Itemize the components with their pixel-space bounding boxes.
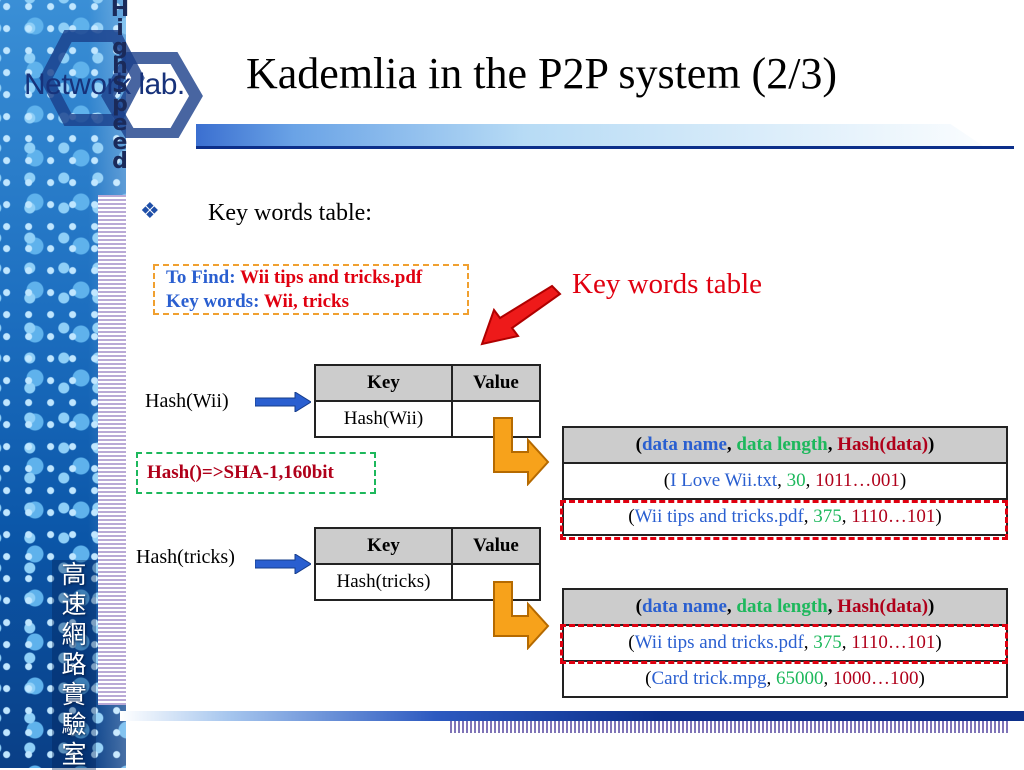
find-label: To Find: bbox=[166, 267, 236, 288]
data-header-cell: (data name, data length, Hash(data)) bbox=[562, 426, 1008, 464]
table-row: (Card trick.mpg, 65000, 1000…100) bbox=[562, 660, 1008, 698]
tricks-data-table: (data name, data length, Hash(data)) (Wi… bbox=[562, 588, 1008, 698]
find-line: To Find: Wii tips and tricks.pdf bbox=[166, 266, 467, 290]
value-header: Value bbox=[451, 527, 541, 565]
diamond-bullet-icon: ❖ bbox=[140, 198, 160, 223]
key-header: Key bbox=[314, 364, 453, 402]
keywords-line: Key words: Wii, tricks bbox=[166, 290, 467, 314]
data-cell: (Wii tips and tricks.pdf, 375, 1110…101) bbox=[562, 624, 1008, 662]
find-box: To Find: Wii tips and tricks.pdf Key wor… bbox=[153, 264, 469, 315]
hash-wii-label: Hash(Wii) bbox=[145, 390, 229, 412]
table-row: (data name, data length, Hash(data)) bbox=[562, 426, 1008, 464]
hash-tricks-label: Hash(tricks) bbox=[136, 546, 235, 568]
page-title: Kademlia in the P2P system (2/3) bbox=[246, 49, 838, 98]
data-header-cell: (data name, data length, Hash(data)) bbox=[562, 588, 1008, 626]
hexagon-logo-icon bbox=[39, 30, 203, 138]
orange-arrow-icon bbox=[493, 581, 550, 650]
header-divider bbox=[196, 146, 1014, 149]
find-value: Wii tips and tricks.pdf bbox=[239, 267, 423, 288]
value-header: Value bbox=[451, 364, 541, 402]
tricks-key-value-table: Key Value Hash(tricks) bbox=[314, 527, 541, 601]
orange-arrow-icon bbox=[493, 417, 550, 486]
sidebar-stripes bbox=[98, 195, 126, 705]
key-header: Key bbox=[314, 527, 453, 565]
blue-arrow-icon bbox=[255, 392, 311, 412]
lab-name-chinese: 高速網路實驗室 bbox=[52, 560, 96, 770]
table-row: (I Love Wii.txt, 30, 1011…001) bbox=[562, 462, 1008, 500]
key-cell: Hash(Wii) bbox=[314, 400, 453, 438]
header-gradient-bar bbox=[196, 124, 984, 146]
logo-text: Network lab. bbox=[24, 68, 185, 101]
wii-key-value-table: Key Value Hash(Wii) bbox=[314, 364, 541, 438]
callout-label: Key words table bbox=[572, 268, 763, 300]
data-cell: (Card trick.mpg, 65000, 1000…100) bbox=[562, 660, 1008, 698]
footer-stripes bbox=[450, 721, 1010, 733]
footer-gradient-bar bbox=[120, 711, 1024, 721]
data-cell: (Wii tips and tricks.pdf, 375, 1110…101) bbox=[562, 498, 1008, 536]
data-cell: (I Love Wii.txt, 30, 1011…001) bbox=[562, 462, 1008, 500]
red-arrow-icon bbox=[480, 284, 562, 346]
blue-arrow-icon bbox=[255, 554, 311, 574]
table-row: (Wii tips and tricks.pdf, 375, 1110…101) bbox=[562, 498, 1008, 536]
wii-data-table: (data name, data length, Hash(data)) (I … bbox=[562, 426, 1008, 536]
keywords-value: Wii, tricks bbox=[263, 291, 349, 312]
sha-note: Hash()=>SHA-1,160bit bbox=[136, 452, 376, 494]
keywords-label: Key words: bbox=[166, 291, 260, 312]
table-row: (Wii tips and tricks.pdf, 375, 1110…101) bbox=[562, 624, 1008, 662]
key-cell: Hash(tricks) bbox=[314, 563, 453, 601]
table-row: (data name, data length, Hash(data)) bbox=[562, 588, 1008, 626]
bullet-text: Key words table: bbox=[208, 200, 372, 226]
